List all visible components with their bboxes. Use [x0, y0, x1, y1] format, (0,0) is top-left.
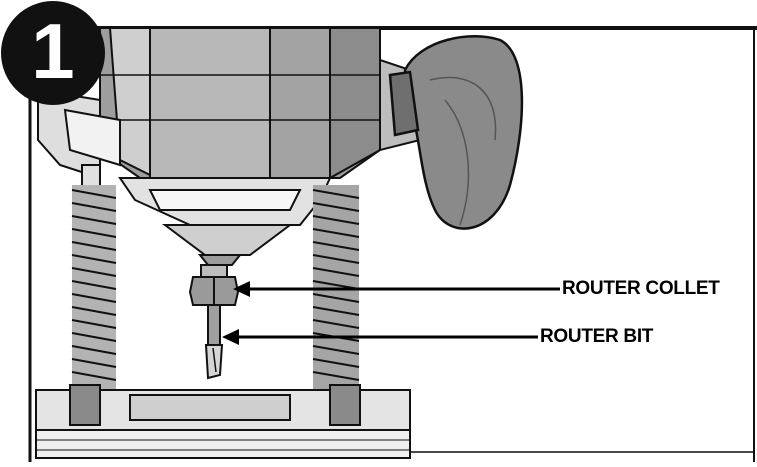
- router-collet: [188, 264, 240, 306]
- callout-label-router-bit: ROUTER BIT: [540, 326, 654, 347]
- collar-housing: [118, 177, 332, 266]
- motor-housing: [99, 27, 381, 180]
- callout-arrow-collet: [233, 281, 560, 297]
- step-number: 1: [31, 7, 75, 95]
- knob-icon: [388, 35, 524, 230]
- step-number-badge: 1: [1, 1, 105, 105]
- router-bit: [204, 304, 224, 380]
- router-base: [35, 384, 754, 459]
- callout-arrow-bit: [222, 329, 538, 345]
- side-arm-left: [37, 88, 121, 180]
- spring-icon: [71, 185, 117, 390]
- callout-label-router-collet: ROUTER COLLET: [562, 278, 720, 299]
